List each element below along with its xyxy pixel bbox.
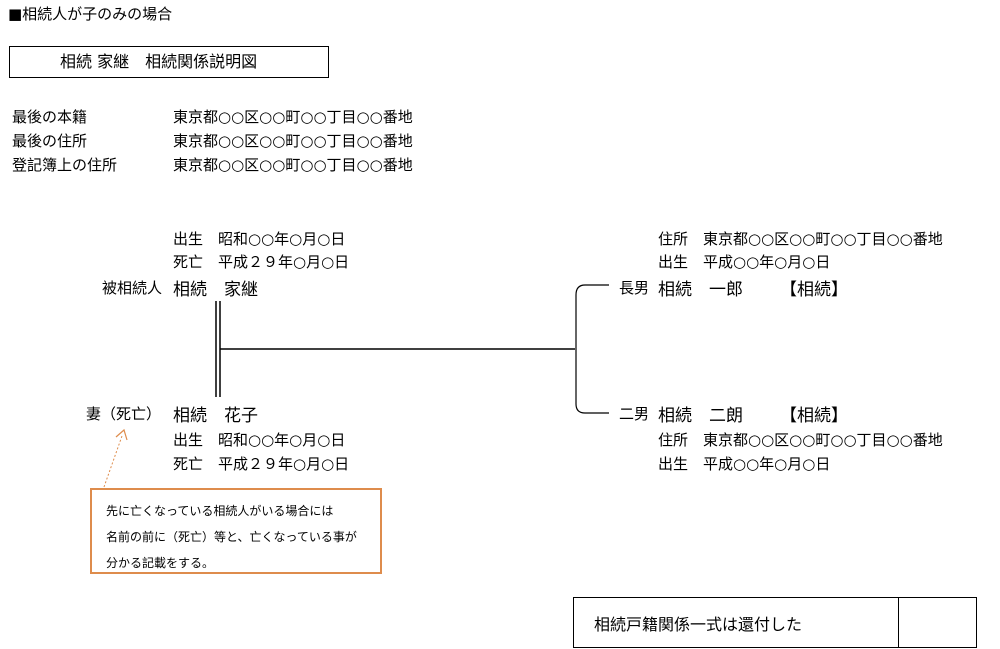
document-title: 相続 家継 相続関係説明図 bbox=[9, 46, 329, 78]
spouse-birth: 出生 昭和○○年○月○日 bbox=[173, 431, 346, 449]
child1-status: 【相続】 bbox=[780, 280, 848, 300]
spouse-role: 妻（死亡） bbox=[86, 405, 162, 423]
spouse-death: 死亡 平成２９年○月○日 bbox=[173, 455, 350, 473]
note-pointer-arrowhead bbox=[115, 428, 128, 441]
registry-label-address: 最後の住所 bbox=[12, 132, 88, 150]
child2-role: 二男 bbox=[619, 405, 650, 423]
note-pointer-line bbox=[103, 435, 123, 488]
child2-name: 相続 二朗 bbox=[658, 406, 743, 426]
spouse-name: 相続 花子 bbox=[173, 406, 258, 426]
child2-address: 住所 東京都○○区○○町○○丁目○○番地 bbox=[658, 431, 943, 449]
seal-cell bbox=[898, 598, 899, 647]
child2-birth: 出生 平成○○年○月○日 bbox=[658, 455, 831, 473]
registry-value-honseki: 東京都○○区○○町○○丁目○○番地 bbox=[173, 108, 413, 126]
note-line-3: 分かる記載をする。 bbox=[106, 556, 215, 570]
return-stamp-box: 相続戸籍関係一式は還付した bbox=[573, 597, 977, 648]
explanation-note: 先に亡くなっている相続人がいる場合には 名前の前に（死亡）等と、亡くなっている事… bbox=[90, 488, 382, 574]
decedent-birth: 出生 昭和○○年○月○日 bbox=[173, 230, 346, 248]
registry-label-registry-address: 登記簿上の住所 bbox=[12, 156, 118, 174]
registry-value-address: 東京都○○区○○町○○丁目○○番地 bbox=[173, 132, 413, 150]
decedent-death: 死亡 平成２９年○月○日 bbox=[173, 253, 350, 271]
note-line-2: 名前の前に（死亡）等と、亡くなっている事が bbox=[106, 530, 357, 544]
return-stamp-text: 相続戸籍関係一式は還付した bbox=[594, 615, 803, 634]
child2-status: 【相続】 bbox=[780, 406, 848, 426]
registry-value-registry-address: 東京都○○区○○町○○丁目○○番地 bbox=[173, 156, 413, 174]
registry-label-honseki: 最後の本籍 bbox=[12, 108, 88, 126]
note-line-1: 先に亡くなっている相続人がいる場合には bbox=[106, 504, 334, 518]
child1-birth: 出生 平成○○年○月○日 bbox=[658, 253, 831, 271]
decedent-role: 被相続人 bbox=[102, 279, 163, 297]
child1-address: 住所 東京都○○区○○町○○丁目○○番地 bbox=[658, 230, 943, 248]
section-title: ■相続人が子のみの場合 bbox=[8, 5, 173, 23]
children-bracket bbox=[575, 284, 609, 414]
decedent-name: 相続 家継 bbox=[173, 280, 258, 300]
child1-role: 長男 bbox=[619, 279, 650, 297]
child1-name: 相続 一郎 bbox=[658, 280, 743, 300]
